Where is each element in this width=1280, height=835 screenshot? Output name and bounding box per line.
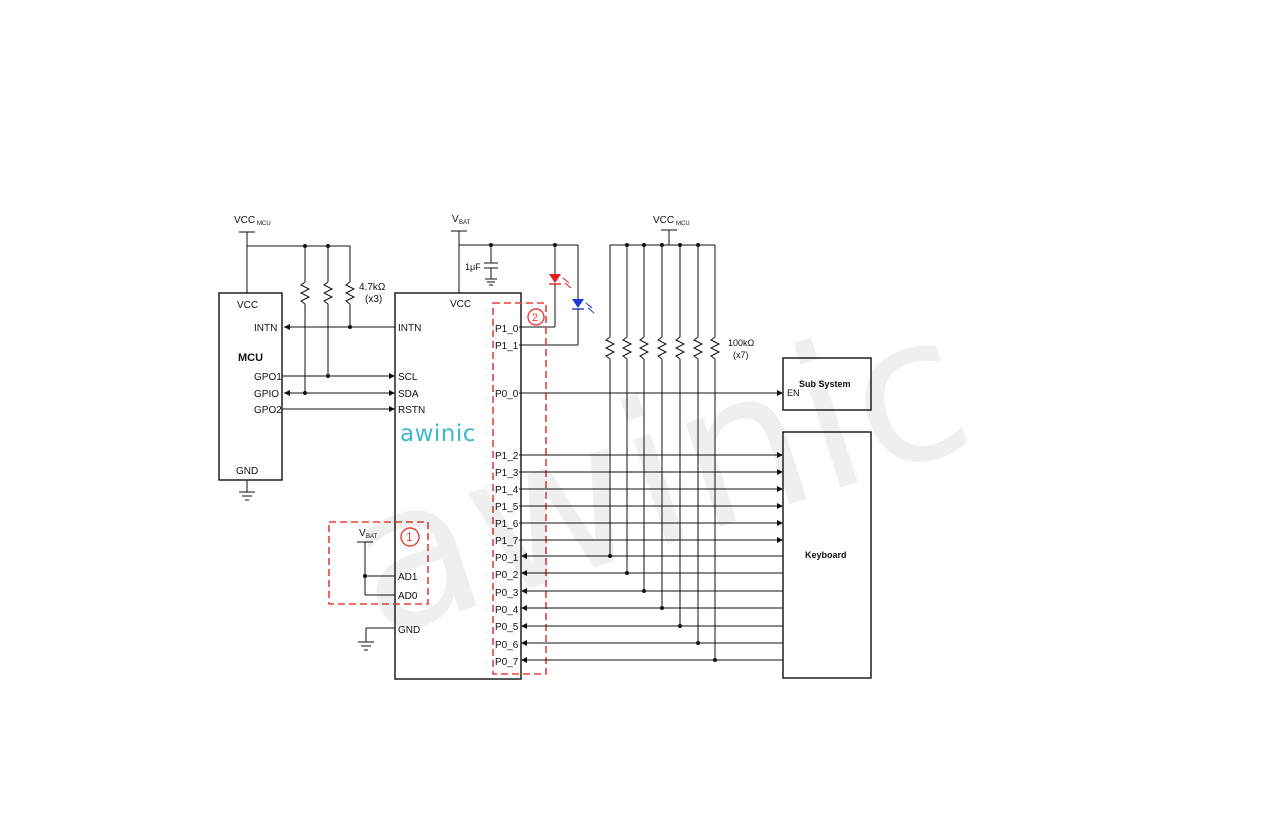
port-label: P0_3 bbox=[495, 588, 519, 599]
pullup-i2c-count: (x3) bbox=[365, 294, 382, 305]
vcc-mcu-left-supply: VCC MCU bbox=[234, 215, 271, 293]
chip-vcc-pin: VCC bbox=[450, 299, 471, 310]
vcc-mcu-left-sub: MCU bbox=[257, 221, 271, 227]
port-label: P1_4 bbox=[495, 485, 519, 496]
port-label: P1_0 bbox=[495, 324, 519, 335]
chip-rstn-pin: RSTN bbox=[398, 405, 425, 416]
subsystem-en-pin: EN bbox=[787, 388, 800, 398]
keyboard-column-lines bbox=[521, 553, 783, 663]
keyboard-block: Keyboard bbox=[782, 431, 872, 679]
chip-scl-pin: SCL bbox=[398, 372, 418, 383]
vcc-mcu-right-sub: MCU bbox=[676, 221, 690, 227]
keyboard-title: Keyboard bbox=[805, 550, 847, 560]
vcc-mcu-right-supply: VCC MCU bbox=[610, 215, 715, 246]
cap-value: 1μF bbox=[465, 262, 481, 272]
mcu-chip-signals bbox=[282, 324, 395, 412]
mcu-gpio-pin: GPIO bbox=[254, 389, 279, 400]
chip-ad1-pin: AD1 bbox=[398, 572, 418, 583]
pullup-resistors-i2c: 4.7kΩ (x3) bbox=[299, 246, 386, 393]
port-label: P1_5 bbox=[495, 502, 519, 513]
port-label: P0_7 bbox=[495, 657, 519, 668]
vbat-addr-sub: BAT bbox=[366, 534, 378, 540]
mcu-vcc-pin: VCC bbox=[237, 300, 258, 311]
decoupling-capacitor: 1μF bbox=[465, 245, 498, 286]
annotation-2-label: 2 bbox=[532, 312, 538, 324]
vcc-mcu-right-label: VCC bbox=[653, 215, 674, 226]
address-config: V BAT bbox=[357, 528, 395, 596]
expander-chip: VCC INTN SCL SDA RSTN awinic AD1 AD0 GND bbox=[394, 292, 522, 680]
port-label: P0_4 bbox=[495, 605, 519, 616]
mcu-gpo1-pin: GPO1 bbox=[254, 372, 282, 383]
annotation-1-label: 1 bbox=[406, 530, 413, 544]
pullup-key-value: 100kΩ bbox=[728, 338, 755, 348]
chip-ground bbox=[358, 627, 395, 651]
mcu-gpo2-pin: GPO2 bbox=[254, 405, 282, 416]
annotation-box-1: 1 bbox=[328, 521, 429, 605]
port-label: P0_5 bbox=[495, 622, 519, 633]
vbat-top-supply: V BAT bbox=[451, 214, 578, 293]
vbat-top-sub: BAT bbox=[459, 220, 471, 226]
chip-sda-pin: SDA bbox=[398, 389, 419, 400]
subsystem-block: Sub System EN bbox=[519, 357, 872, 411]
port-label: P1_1 bbox=[495, 341, 519, 352]
mcu-block: VCC INTN MCU GPO1 GPIO GPO2 GND bbox=[218, 292, 283, 501]
pullup-i2c-value: 4.7kΩ bbox=[359, 282, 386, 293]
annotation-box-2: 2 bbox=[492, 302, 547, 675]
chip-gnd-pin: GND bbox=[398, 625, 420, 636]
port-label: P0_2 bbox=[495, 570, 519, 581]
chip-port-labels: P1_0 P1_1 P0_0 P1_2 P1_3 P1_4 P1_5 P1_6 … bbox=[495, 324, 519, 668]
port-label: P0_1 bbox=[495, 553, 519, 564]
mcu-intn-pin: INTN bbox=[254, 323, 277, 334]
vbat-top-label: V bbox=[452, 214, 459, 225]
chip-ad0-pin: AD0 bbox=[398, 591, 418, 602]
port-label: P1_7 bbox=[495, 536, 519, 547]
pullup-resistors-keyboard: 100kΩ (x7) bbox=[604, 243, 755, 662]
vcc-mcu-left-label: VCC bbox=[234, 215, 255, 226]
port-label: P0_6 bbox=[495, 640, 519, 651]
mcu-gnd-pin: GND bbox=[236, 466, 258, 477]
keyboard-row-lines bbox=[519, 452, 783, 543]
awinic-logo: awinic bbox=[400, 421, 476, 447]
subsystem-title: Sub System bbox=[799, 379, 851, 389]
pullup-key-count: (x7) bbox=[733, 350, 749, 360]
port-label: P1_6 bbox=[495, 519, 519, 530]
chip-intn-pin: INTN bbox=[398, 323, 421, 334]
blue-led bbox=[519, 245, 595, 346]
mcu-title: MCU bbox=[238, 352, 263, 364]
red-led bbox=[519, 245, 572, 328]
vbat-addr-label: V bbox=[359, 528, 366, 539]
port-label: P1_3 bbox=[495, 468, 519, 479]
port-label: P0_0 bbox=[495, 389, 519, 400]
port-label: P1_2 bbox=[495, 451, 519, 462]
